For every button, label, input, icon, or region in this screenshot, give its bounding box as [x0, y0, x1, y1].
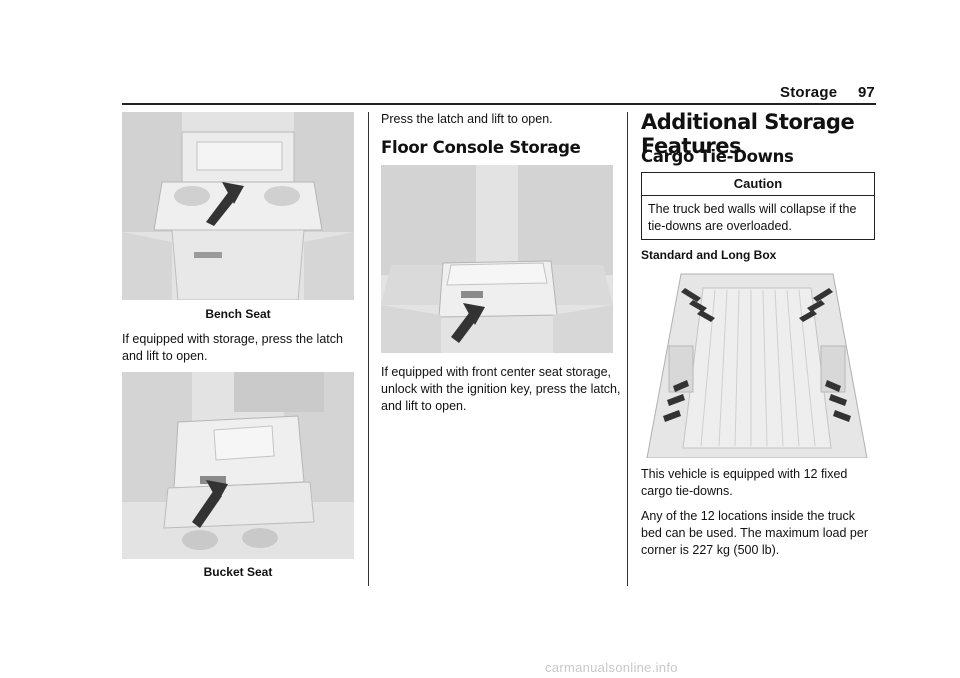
caution-text: The truck bed walls will collapse if the…: [648, 202, 857, 233]
bucket-seat-figure: [122, 372, 354, 559]
column-divider-2: [627, 112, 628, 586]
tie-down-arrow-icons: [663, 288, 851, 422]
paragraph: If equipped with storage, press the latc…: [122, 332, 343, 363]
section-title: Storage: [780, 84, 838, 101]
figure-caption-bench-seat: Bench Seat: [205, 307, 271, 321]
figure-label: Standard and Long Box: [641, 248, 777, 262]
arrow-icon: [192, 480, 228, 528]
paragraph: This vehicle is equipped with 12 fixed c…: [641, 467, 848, 498]
caution-box: Caution The truck bed walls will collaps…: [641, 172, 875, 240]
header-rule: [122, 103, 876, 105]
subsection-heading: Cargo Tie-Downs: [641, 147, 794, 166]
section-heading: Additional Storage Features: [641, 110, 855, 158]
floor-console-figure: [381, 165, 613, 353]
column-divider-1: [368, 112, 369, 586]
paragraph: Press the latch and lift to open.: [381, 112, 553, 126]
bench-seat-figure: [122, 112, 354, 300]
arrow-icon: [451, 303, 485, 343]
truck-bed-figure: [641, 268, 873, 458]
paragraph: Any of the 12 locations inside the truck…: [641, 509, 868, 557]
figure-caption-bucket-seat: Bucket Seat: [203, 565, 273, 579]
section-heading: Floor Console Storage: [381, 138, 581, 157]
arrow-icon: [206, 182, 244, 226]
caution-title: Caution: [642, 173, 874, 196]
paragraph: If equipped with front center seat stora…: [381, 365, 621, 413]
page-number: 97: [858, 84, 875, 101]
watermark: carmanualsonline.info: [545, 660, 678, 675]
